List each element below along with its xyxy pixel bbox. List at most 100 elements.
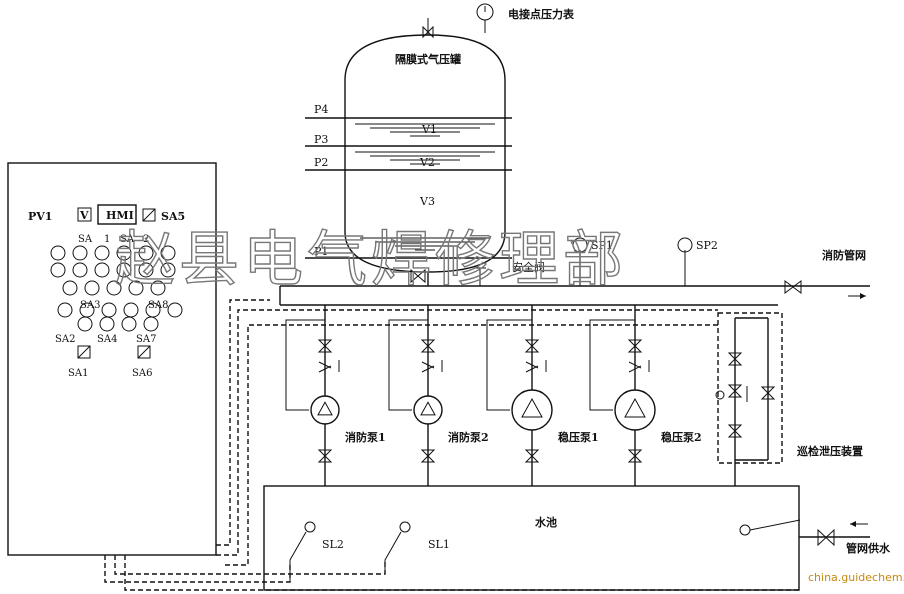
discharge-valve-icon <box>627 339 643 353</box>
indicator-lamp <box>99 316 115 332</box>
indicator-sa5: SA5 <box>161 210 185 223</box>
hmi-screen <box>97 204 137 225</box>
pump-icon <box>413 395 443 425</box>
switch-box-sa6 <box>137 345 151 359</box>
suction-valve-icon <box>420 449 436 463</box>
indicator-lamp <box>101 302 117 318</box>
relief-valve-icon-3 <box>727 424 743 438</box>
switch-label-sa2: SA2 <box>55 334 75 345</box>
control-panel: PV1 V HMI SA5 SA 1 SA 2 SA3 SA8 SA2 SA4 … <box>7 162 217 556</box>
indicator-lamp <box>138 262 154 278</box>
indicator-lamp <box>77 316 93 332</box>
level-p2: P2 <box>314 156 328 169</box>
suction-valve-icon <box>524 449 540 463</box>
indicator-lamp <box>72 245 88 261</box>
switch-label-sa1: SA1 <box>68 368 88 379</box>
indicator-hmi: HMI <box>106 209 134 222</box>
switch-label-sa-a: SA <box>78 234 93 245</box>
inspection-device-label: 巡检泄压装置 <box>797 444 863 458</box>
sp2-gauge-icon <box>677 237 693 253</box>
indicator-lamp <box>150 280 166 296</box>
pump-group: 消防泵1 消防泵2 稳压泵1 稳压泵2 <box>285 305 702 486</box>
switch-box-sa1 <box>77 345 91 359</box>
level-sensor-sl1-icon <box>399 521 411 533</box>
check-valve-icon <box>525 361 539 373</box>
water-level-hatching <box>355 123 495 251</box>
indicator-lamp <box>128 280 144 296</box>
volume-v1: V1 <box>421 123 437 136</box>
switch-label-sa8: SA8 <box>148 300 168 311</box>
discharge-valve-icon <box>420 339 436 353</box>
volume-v2: V2 <box>419 156 435 169</box>
indicator-lamp <box>116 245 132 261</box>
indicator-lamp <box>160 262 176 278</box>
pump-column: 消防泵2 <box>388 305 489 486</box>
check-valve-icon <box>421 361 435 373</box>
suction-valve-icon <box>627 449 643 463</box>
indicator-lamp <box>138 245 154 261</box>
level-p1: P1 <box>314 245 328 258</box>
switch-label-1: 1 <box>104 234 110 245</box>
pump-icon <box>310 395 340 425</box>
pump-column: 稳压泵1 <box>486 305 599 486</box>
indicator-lamp <box>50 262 66 278</box>
pool-label: 水池 <box>535 515 557 529</box>
switch-label-sa7: SA7 <box>136 334 156 345</box>
pump-icon <box>614 389 656 431</box>
indicator-lamp <box>123 302 139 318</box>
pump-label: 稳压泵1 <box>558 430 599 444</box>
safety-valve-label: 安全阀 <box>512 260 545 274</box>
bypass-valve-icon <box>760 386 776 400</box>
pump-column: 稳压泵2 <box>589 305 702 486</box>
indicator-lamp <box>160 245 176 261</box>
watermark-text: 赵县电气焊修理部 <box>115 225 627 295</box>
level-p3: P3 <box>314 133 328 146</box>
relief-valve-icon-1 <box>727 352 743 366</box>
check-valve-icon <box>318 361 332 373</box>
pump-column: 消防泵1 <box>285 305 386 486</box>
indicator-lamp <box>167 302 183 318</box>
supply-water-label: 管网供水 <box>846 541 891 555</box>
indicator-lamp <box>143 316 159 332</box>
network-valve-icon <box>784 280 802 294</box>
control-wiring <box>104 299 800 591</box>
pump-label: 消防泵2 <box>448 430 489 444</box>
tank-valve-icon <box>410 268 426 284</box>
volume-v3: V3 <box>419 195 435 208</box>
discharge-valve-icon <box>317 339 333 353</box>
indicator-lamp <box>116 262 132 278</box>
switch-label-2: 2 <box>143 234 149 245</box>
sp1-label: SP1 <box>591 239 613 252</box>
relief-valve-icon-2 <box>727 384 743 398</box>
float-valve-icon <box>739 524 751 536</box>
indicator-lamp-grid <box>50 245 183 332</box>
pump-label: 稳压泵2 <box>661 430 702 444</box>
indicator-lamp <box>72 262 88 278</box>
indicator-v: V <box>79 209 89 222</box>
indicator-lamp <box>94 262 110 278</box>
discharge-valve-icon <box>524 339 540 353</box>
indicator-lamp <box>106 280 122 296</box>
switch-label-sa-b: SA <box>120 234 135 245</box>
inspection-relief-device: 巡检泄压装置 <box>715 312 863 486</box>
indicator-lamp <box>121 316 137 332</box>
fire-network-label: 消防管网 <box>822 248 866 262</box>
suction-valve-icon <box>317 449 333 463</box>
indicator-lamp <box>84 280 100 296</box>
voltmeter-box <box>77 207 92 222</box>
corner-credit: china.guidechem.c <box>808 571 904 584</box>
main-piping: 安全阀 SP1 SP2 消防管网 <box>279 237 870 306</box>
level-sensor-sl2-icon <box>304 521 316 533</box>
switch-label-sa3: SA3 <box>80 300 100 311</box>
pump-label: 消防泵1 <box>345 430 386 444</box>
level-p4: P4 <box>314 103 328 116</box>
gauge-label: 电接点压力表 <box>508 7 575 21</box>
check-valve-icon <box>628 361 642 373</box>
switch-label-sa4: SA4 <box>97 334 117 345</box>
switch-box-sa5 <box>142 208 156 222</box>
pump-icon <box>511 389 553 431</box>
sp2-label: SP2 <box>696 239 718 252</box>
supply-valve-icon <box>817 528 835 547</box>
indicator-lamp <box>94 245 110 261</box>
